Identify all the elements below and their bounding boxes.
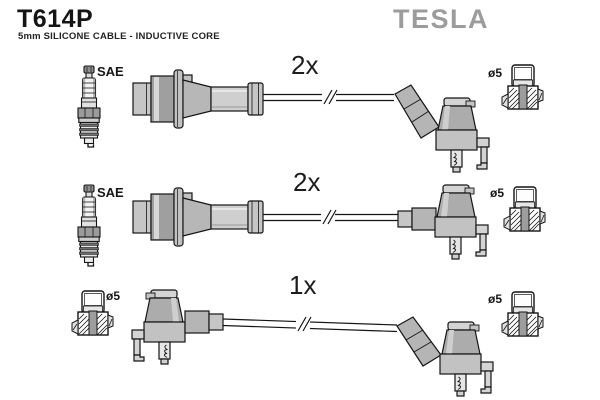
cable-break-icon bbox=[322, 209, 337, 225]
coil-boot-angled-icon bbox=[396, 316, 494, 397]
cable bbox=[263, 89, 394, 106]
cable bbox=[222, 314, 398, 333]
terminal-cross-section-icon bbox=[501, 64, 544, 110]
cable-break-icon bbox=[297, 316, 312, 332]
coil-boot-angled-icon bbox=[394, 84, 490, 173]
distributor-boot-icon bbox=[132, 187, 264, 247]
row-3-left-diameter-label: ø5 bbox=[106, 289, 121, 303]
tesla-logo: TESLA bbox=[393, 4, 490, 34]
row-3-lead bbox=[71, 289, 544, 397]
row-1-quantity: 2x bbox=[291, 50, 319, 80]
row-2-quantity: 2x bbox=[293, 167, 321, 197]
product-subtitle: 5mm SILICONE CABLE - INDUCTIVE CORE bbox=[18, 31, 220, 42]
coil-boot-straight-icon bbox=[397, 184, 489, 260]
part-number: T614P bbox=[17, 5, 94, 33]
row-2-sae-label: SAE bbox=[97, 185, 124, 200]
coil-boot-straight-icon bbox=[131, 289, 224, 365]
row-2-diameter-label: ø5 bbox=[490, 186, 505, 200]
terminal-cross-section-icon bbox=[501, 291, 544, 337]
cable bbox=[263, 209, 398, 226]
row-1-sae-label: SAE bbox=[97, 64, 124, 79]
row-3-quantity: 1x bbox=[289, 270, 317, 300]
cable-break-icon bbox=[323, 89, 338, 105]
row-1-lead bbox=[77, 64, 544, 173]
row-1-diameter-label: ø5 bbox=[488, 66, 503, 80]
distributor-boot-icon bbox=[132, 69, 264, 129]
row-2-lead bbox=[77, 184, 546, 267]
terminal-cross-section-icon bbox=[503, 186, 546, 232]
row-3-right-diameter-label: ø5 bbox=[488, 292, 503, 306]
